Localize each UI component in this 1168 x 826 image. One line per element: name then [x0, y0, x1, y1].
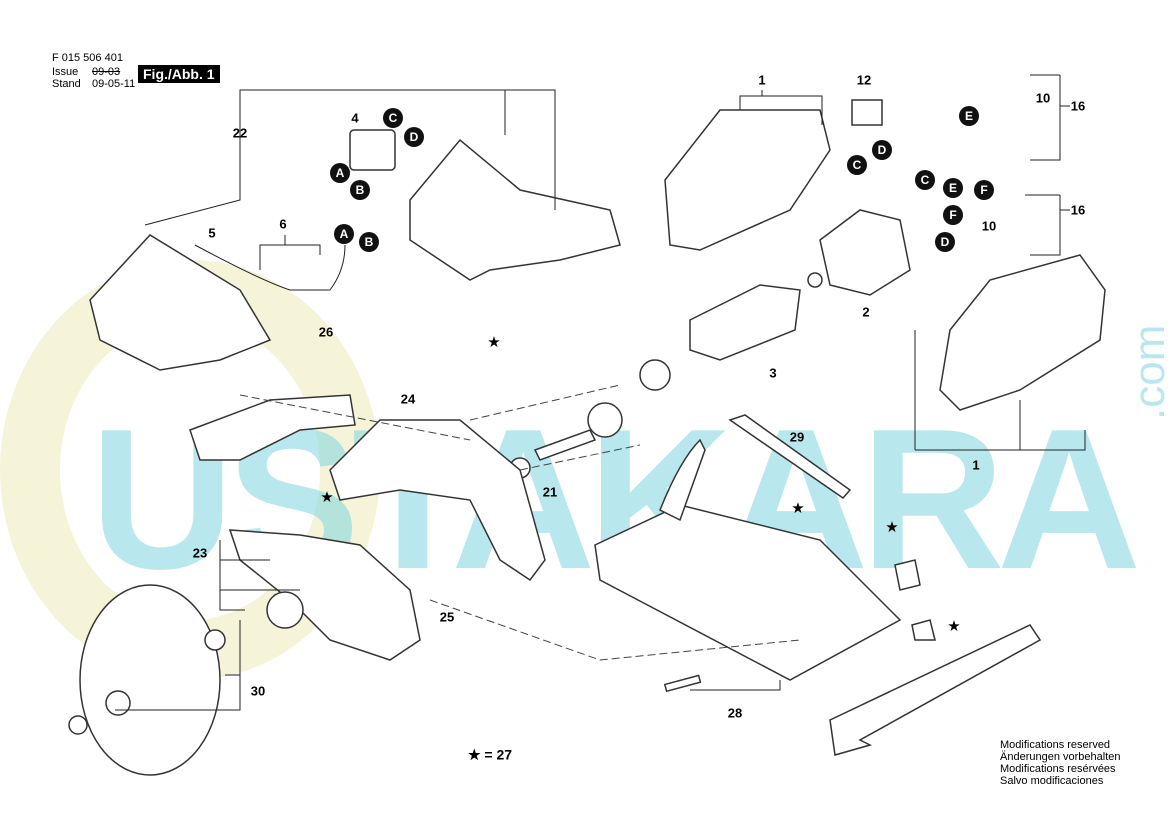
connector-badge: E	[943, 178, 963, 198]
gear	[587, 402, 623, 438]
capacitor	[851, 99, 883, 126]
connector-badge: A	[334, 224, 354, 244]
leader-line	[115, 620, 241, 711]
figure-label: Fig./Abb. 1	[138, 65, 220, 83]
connector-badge: C	[847, 155, 867, 175]
leader-line	[259, 235, 321, 270]
leader-line	[739, 90, 823, 125]
stand-value: 09-05-11	[92, 78, 136, 90]
footer-line: Modifications resérvées	[1000, 763, 1116, 775]
star-icon: ★	[320, 489, 334, 506]
blade-washer	[105, 690, 131, 716]
callout: 10	[981, 218, 997, 234]
motor-assembly	[939, 254, 1106, 411]
callout: 25	[439, 609, 455, 625]
rip-fence	[829, 624, 1042, 756]
blade-flange	[204, 629, 226, 651]
connector-badge: F	[943, 205, 963, 225]
connector-badge: F	[974, 180, 994, 200]
motor-housing	[664, 109, 831, 251]
connector-badge: C	[383, 108, 403, 128]
callout: 3	[769, 365, 777, 381]
footer-line: Änderungen vorbehalten	[1000, 751, 1121, 763]
star-icon: ★	[487, 334, 501, 351]
callout: 23	[192, 545, 208, 561]
footer-line: Modifications reserved	[1000, 739, 1111, 751]
knob	[911, 619, 936, 641]
callout: 2	[862, 304, 870, 320]
callout: 21	[542, 484, 558, 500]
lower-blade-guard	[228, 529, 421, 661]
callout: 28	[727, 705, 743, 721]
guard-washer	[266, 591, 304, 629]
pin	[663, 674, 702, 693]
handle-half	[409, 138, 621, 281]
part-number: F 015 506 401	[52, 52, 123, 64]
callout: 24	[400, 391, 416, 407]
stand-label: Stand	[52, 78, 81, 90]
spindle	[533, 429, 597, 461]
leader-line	[219, 540, 300, 611]
callout: 5	[208, 225, 216, 241]
assembly-line	[239, 384, 801, 661]
connector-badge: A	[330, 163, 350, 183]
star-icon: ★	[791, 500, 805, 517]
handle-shell	[89, 234, 272, 371]
leader-line	[690, 680, 781, 691]
power-cord	[194, 244, 346, 291]
star-legend: ★ = 27	[467, 746, 513, 763]
callout: 4	[351, 110, 359, 126]
fan	[639, 359, 671, 391]
blade-bolt	[68, 715, 88, 735]
callout: 22	[232, 125, 248, 141]
saw-blade	[79, 584, 221, 776]
connector-badge: D	[872, 140, 892, 160]
issue-value: 09-03	[92, 66, 121, 78]
callout: 16	[1070, 202, 1086, 218]
callout: 30	[250, 683, 266, 699]
callout: 1	[758, 72, 766, 88]
armature	[689, 284, 801, 361]
bearing	[807, 272, 823, 288]
leader-line	[144, 89, 556, 226]
issue-label: Issue	[52, 66, 79, 78]
callout: 1	[972, 457, 980, 473]
callout: 16	[1070, 98, 1086, 114]
connector-badge: C	[915, 170, 935, 190]
switch	[349, 129, 396, 171]
connector-badge: B	[359, 232, 379, 252]
callout: 10	[1035, 90, 1051, 106]
leader-line	[914, 330, 1086, 451]
connector-badge: D	[935, 232, 955, 252]
callout: 29	[789, 429, 805, 445]
star-icon: ★	[947, 618, 961, 635]
connector-badge: E	[959, 106, 979, 126]
callout: 6	[279, 216, 287, 232]
connector-badge: D	[404, 127, 424, 147]
leader-line	[1025, 74, 1070, 256]
field-coil	[819, 209, 911, 296]
footer-line: Salvo modificaciones	[1000, 775, 1104, 787]
callout: 12	[856, 72, 872, 88]
upper-blade-guard	[329, 419, 546, 582]
gear-housing	[189, 394, 356, 461]
star-icon: ★	[885, 519, 899, 536]
wrench	[728, 414, 852, 499]
callout: 26	[318, 324, 334, 340]
depth-quadrant	[659, 438, 706, 522]
base-plate	[594, 504, 902, 681]
knob	[894, 559, 921, 591]
connector-badge: B	[350, 180, 370, 200]
